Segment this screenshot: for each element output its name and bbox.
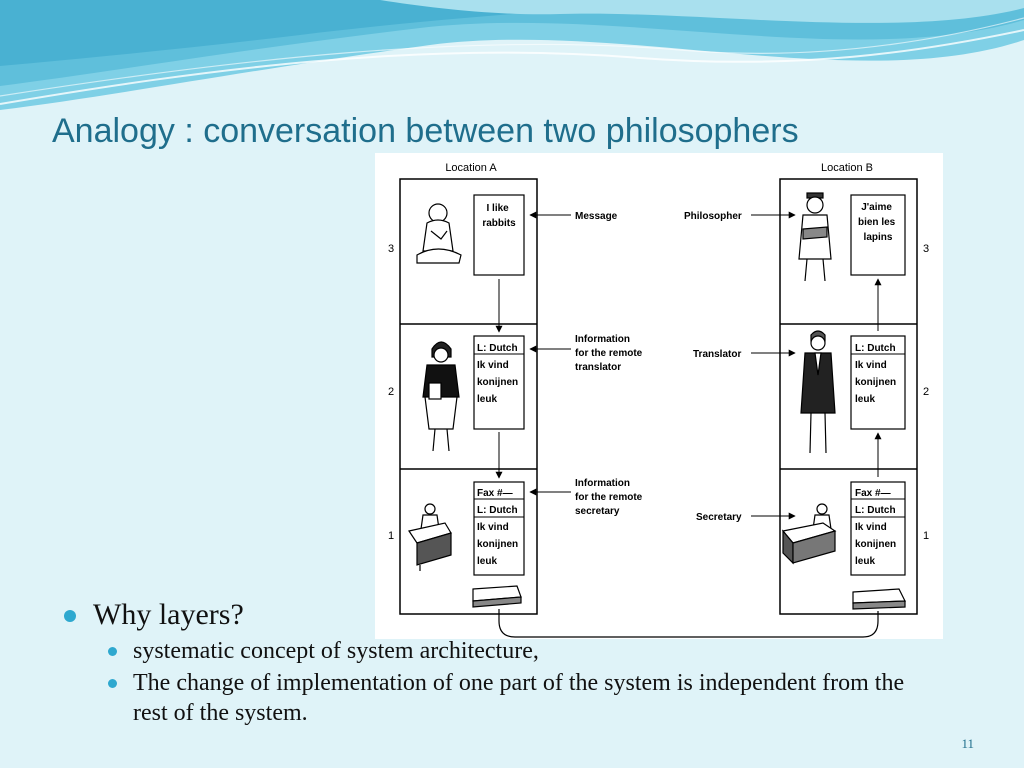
bullet-main: Why layers? xyxy=(60,596,960,634)
translator-b-figure xyxy=(800,330,836,454)
note-b-layer2 xyxy=(850,335,906,430)
svg-text:L: Dutch Ik vind: L: Dutch Ik vind konijnen leuk xyxy=(477,343,521,405)
secretary-a-figure xyxy=(408,503,452,571)
fax-machine-a xyxy=(472,585,522,608)
layer-number-b-1: 1 xyxy=(923,530,929,542)
header-wave-decoration xyxy=(0,0,1024,120)
bullet-list: Why layers? systematic concept of system… xyxy=(60,596,960,728)
layer-number-a-2: 2 xyxy=(388,386,394,398)
location-a-stack xyxy=(399,178,538,615)
fax-connection-line xyxy=(498,609,879,638)
layer-number-a-3: 3 xyxy=(388,243,394,255)
bullet-dot-icon xyxy=(108,679,117,688)
label-info-secretary: Information for the remote secretary xyxy=(575,478,645,517)
fax-machine-b xyxy=(852,588,906,610)
layer-number-b-3: 3 xyxy=(923,243,929,255)
layer-number-a-1: 1 xyxy=(388,530,394,542)
bullet-sub-1: systematic concept of system architectur… xyxy=(60,636,913,666)
note-a-layer2 xyxy=(473,335,525,430)
location-b-label: Location B xyxy=(821,162,873,174)
svg-text:Fax #— L: Dutch: Fax #— L: Dutch Ik vind konijnen leuk xyxy=(855,488,899,567)
svg-text:L: Dutch Ik vind: L: Dutch Ik vind konijnen leuk xyxy=(855,343,899,405)
page-number: 11 xyxy=(961,736,974,751)
bullet-sub-1-text: systematic concept of system architectur… xyxy=(133,638,539,664)
philosopher-a-figure xyxy=(416,203,462,264)
secretary-b-figure xyxy=(781,503,837,565)
label-message: Message xyxy=(575,211,618,222)
label-info-translator: Information for the remote translator xyxy=(575,334,645,373)
svg-text:J'aime bien les: J'aime bien les lapins xyxy=(858,202,898,243)
layer-analogy-figure: Location A Location B 3 2 1 3 2 1 I like… xyxy=(375,153,943,639)
slide-title: Analogy : conversation between two philo… xyxy=(52,112,799,150)
layer-diagram: Location A Location B 3 2 1 3 2 1 I like… xyxy=(388,162,929,638)
svg-text:Fax #— L: Dutch: Fax #— L: Dutch Ik vind konijnen leuk xyxy=(477,488,521,567)
svg-text:I like rabbits: I like rabbits xyxy=(482,203,516,229)
note-b-layer3 xyxy=(850,194,906,276)
location-a-label: Location A xyxy=(445,162,497,174)
label-philosopher: Philosopher xyxy=(684,211,742,222)
bullet-sub-2-text: The change of implementation of one part… xyxy=(133,670,905,726)
note-a-layer3 xyxy=(473,194,525,276)
bullet-sub-2: The change of implementation of one part… xyxy=(60,668,913,728)
layer-number-b-2: 2 xyxy=(923,386,929,398)
note-a-layer1 xyxy=(473,481,525,576)
bullet-main-text: Why layers? xyxy=(93,598,244,631)
label-secretary: Secretary xyxy=(696,512,742,523)
location-b-stack xyxy=(779,178,918,615)
bullet-dot-icon xyxy=(64,610,76,622)
translator-a-figure xyxy=(422,341,460,452)
philosopher-b-figure xyxy=(798,192,832,282)
note-b-layer1 xyxy=(850,481,906,576)
bullet-dot-icon xyxy=(108,647,117,656)
label-translator: Translator xyxy=(693,349,741,360)
